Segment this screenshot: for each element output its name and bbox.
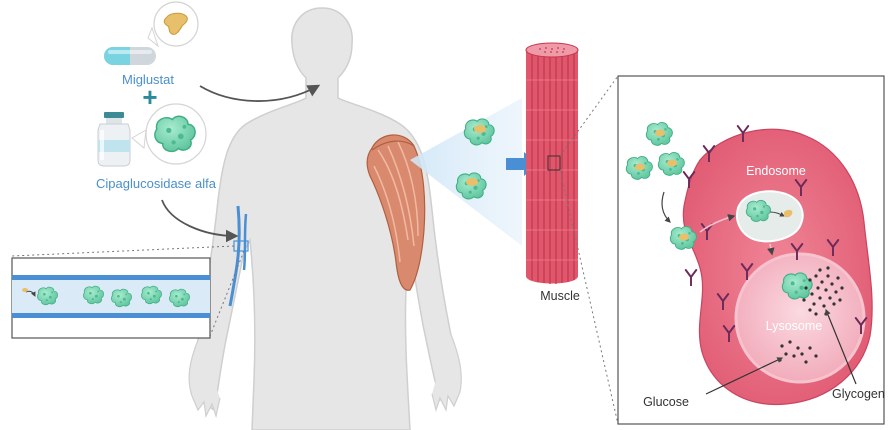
plus-sign: +: [142, 82, 157, 112]
miglustat-molecule-icon: [22, 288, 28, 292]
muscle-label: Muscle: [540, 289, 580, 303]
endosome: [737, 191, 803, 241]
muscle-fiber-bundle: [526, 43, 578, 284]
miglustat-bubble: [148, 2, 198, 46]
cipaglucosidase-label: Cipaglucosidase alfa: [96, 176, 217, 191]
miglustat-capsule-icon: [104, 47, 156, 65]
glycogen-label: Glycogen: [832, 387, 885, 401]
muscle-cell-inset: Endosome Lysosome: [618, 76, 884, 424]
lysosome-label: Lysosome: [766, 319, 823, 333]
miglustat-arrow: [200, 86, 318, 101]
glucose-label: Glucose: [643, 395, 689, 409]
vessel-zoom-line-top: [12, 246, 234, 256]
vial-icon: [98, 112, 130, 166]
endosome-label: Endosome: [746, 164, 806, 178]
blood-vessel-inset: [12, 258, 210, 338]
enzyme-bubble: [132, 104, 206, 164]
